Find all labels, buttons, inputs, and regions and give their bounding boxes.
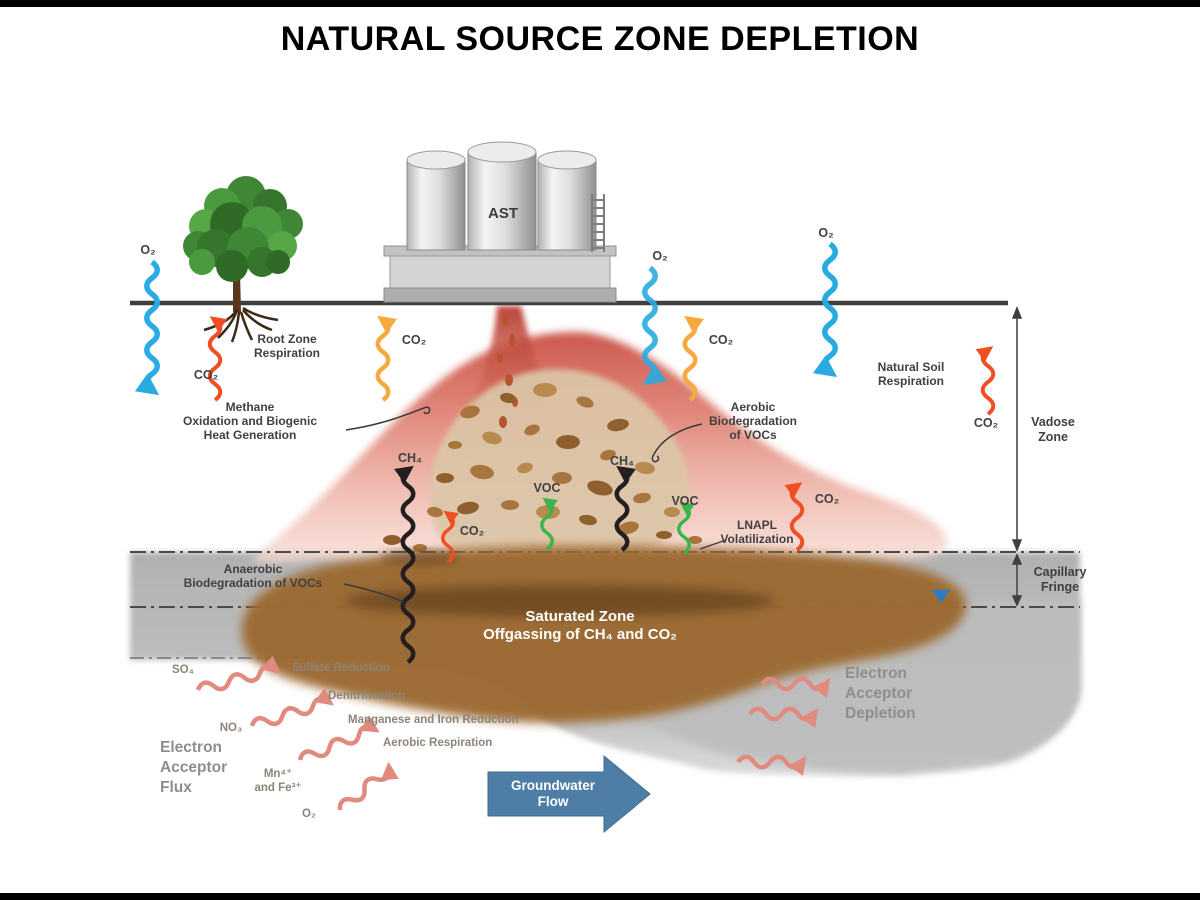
capillary-fringe-bracket [1011, 553, 1023, 607]
o2-label-left: O₂ [140, 243, 156, 257]
tank-ladder [591, 194, 605, 252]
sulfate-reduction-label: Sulfate Reduction [292, 662, 390, 674]
bottom-border [0, 893, 1200, 900]
ch4-label-right: CH₄ [609, 454, 635, 468]
co2-label-stack-right: CO₂ [708, 333, 734, 347]
tank-right [537, 150, 597, 251]
co2-arrow-root-zone [207, 316, 228, 402]
mn-fe-flux-arrow [297, 715, 380, 761]
ch4-arrow-right [614, 465, 637, 552]
o2-label-bottom: O₂ [301, 808, 317, 820]
methane-oxidation-leader [345, 406, 431, 431]
co2-arrow-soil [975, 346, 996, 416]
co2-label-lnapl: CO₂ [814, 492, 840, 506]
lnapl-volatilization-label: LNAPL Volatilization [720, 518, 794, 547]
natural-soil-respiration-label: Natural Soil Respiration [877, 360, 945, 389]
tree-crown [183, 176, 303, 282]
voc-arrow-left [540, 497, 558, 551]
capillary-fringe-label: Capillary Fringe [1033, 565, 1087, 594]
ast-label: AST [488, 205, 518, 222]
tank-left [406, 150, 466, 251]
aerobic-biodeg-leader [651, 423, 703, 463]
tree [183, 176, 303, 343]
mn-iron-reduction-label: Manganese and Iron Reduction [348, 714, 519, 726]
co2-label-soil: CO₂ [973, 416, 999, 430]
co2-label-root: CO₂ [193, 368, 219, 382]
saturated-offgassing-label: Saturated Zone Offgassing of CH₄ and CO₂ [483, 608, 677, 643]
anaerobic-biodegradation-label: Anaerobic Biodegradation of VOCs [183, 562, 323, 591]
voc-arrow-right [677, 501, 695, 555]
voc-label-right: VOC [671, 494, 699, 508]
o2-flux-arrow [337, 761, 399, 811]
co2-arrow-stack-right [682, 315, 705, 402]
no3-label: NO₃ [219, 722, 243, 734]
anaerobic-biodeg-leader [343, 583, 405, 603]
groundwater-flow-arrow [487, 754, 651, 834]
co2-label-center: CO₂ [459, 524, 485, 538]
ch4-arrow-left [393, 465, 416, 664]
electron-acceptor-depletion-label: Electron Acceptor Depletion [845, 665, 916, 723]
so4-label: SO₄ [171, 664, 195, 676]
page-title: NATURAL SOURCE ZONE DEPLETION [280, 20, 920, 58]
electron-acceptor-flux-label: Electron Acceptor Flux [160, 739, 228, 797]
tank-center [467, 141, 537, 251]
so4-flux-arrow [195, 655, 281, 692]
ch4-label-left: CH₄ [397, 451, 423, 465]
lnapl-droplets [383, 315, 702, 552]
root-zone-respiration-label: Root Zone Respiration [253, 332, 321, 361]
depletion-arrow-1 [760, 676, 831, 699]
depletion-arrow-2 [748, 706, 819, 729]
aerobic-respiration-label: Aerobic Respiration [383, 737, 493, 749]
co2-arrow-lnapl [784, 482, 805, 552]
methane-oxidation-label: Methane Oxidation and Biogenic Heat Gene… [182, 400, 318, 443]
water-table-icon [932, 590, 950, 603]
top-border [0, 0, 1200, 7]
lnapl-volatilization-leader [699, 539, 727, 550]
depletion-arrow-3 [736, 754, 807, 777]
voc-label-left: VOC [533, 481, 561, 495]
o2-label-right: O₂ [818, 226, 834, 240]
groundwater-flow-label: Groundwater Flow [510, 778, 596, 809]
o2-arrow-center [642, 265, 668, 386]
o2-label-center: O₂ [652, 249, 668, 263]
co2-arrow-stack-left [375, 315, 398, 402]
co2-arrow-center [441, 510, 459, 564]
aerobic-biodegradation-label: Aerobic Biodegradation of VOCs [708, 400, 798, 443]
plume-dark-core [345, 585, 775, 617]
co2-label-stack-left: CO₂ [401, 333, 427, 347]
tree-roots [203, 306, 279, 343]
ast-tanks [383, 141, 617, 303]
o2-arrow-left [134, 259, 160, 396]
vadose-zone-label: Vadose Zone [1031, 415, 1075, 444]
mn-fe-label: Mn⁴⁺ and Fe³⁺ [254, 768, 302, 794]
plume-dark-core-2 [380, 550, 460, 566]
denitrification-label: Denitrification [328, 690, 406, 702]
o2-arrow-right [812, 241, 838, 378]
no3-flux-arrow [249, 687, 334, 727]
vadose-zone-bracket [1011, 305, 1023, 553]
